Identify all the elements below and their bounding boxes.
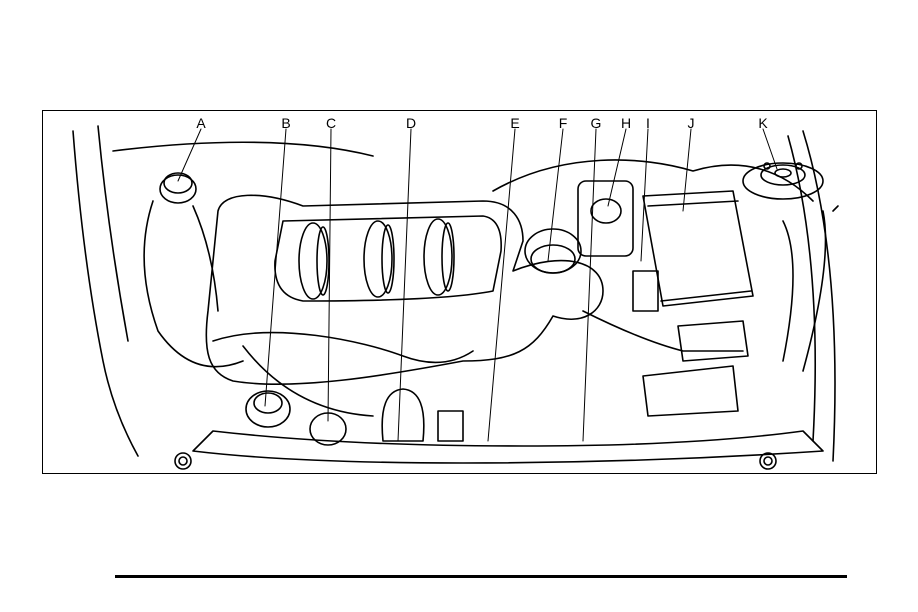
- brake-reservoir-h: [578, 181, 633, 256]
- callout-label-j: J: [688, 116, 695, 130]
- engine-compartment-illustration: A B C D E F G H I J K: [42, 110, 877, 474]
- callout-label-h: H: [621, 116, 631, 130]
- callout-leaders: [178, 129, 777, 441]
- reservoir-b: [246, 391, 290, 427]
- callout-label-b: B: [281, 116, 290, 130]
- callout-label-a: A: [196, 116, 205, 130]
- callout-label-e: E: [510, 116, 519, 130]
- callout-label-d: D: [406, 116, 416, 130]
- callout-label-g: G: [591, 116, 602, 130]
- callout-label-i: I: [646, 116, 650, 130]
- dipstick-d: [382, 389, 424, 441]
- callout-label-f: F: [559, 116, 568, 130]
- callout-label-k: K: [758, 116, 767, 130]
- fuse-block-j: [643, 191, 753, 306]
- callout-label-c: C: [326, 116, 336, 130]
- engine-compartment-drawing: [43, 111, 877, 474]
- footer-rule: [115, 575, 847, 578]
